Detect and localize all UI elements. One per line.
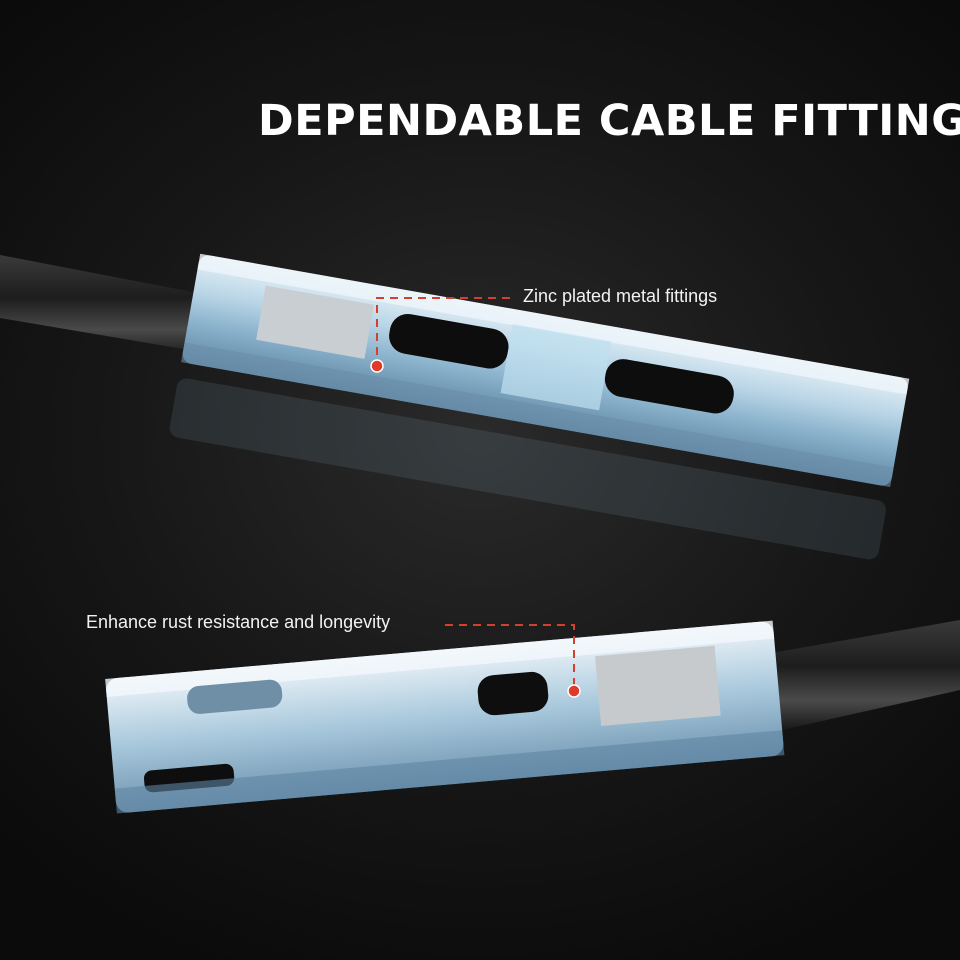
callout-2-dot <box>567 684 581 698</box>
lower-cable <box>760 620 960 735</box>
callout-rust-resistance-label: Enhance rust resistance and longevity <box>86 612 391 632</box>
lower-cable-fitting <box>105 620 785 814</box>
callout-1-leader <box>370 297 510 373</box>
callout-zinc-plated-label: Zinc plated metal fittings <box>523 286 718 306</box>
upper-fitting-reflection <box>169 378 887 560</box>
headline-title: DEPENDABLE CABLE FITTINGS <box>258 96 960 146</box>
upper-cable-fitting <box>181 253 910 488</box>
callout-1-dot <box>370 359 384 373</box>
callout-2-leader <box>445 624 581 698</box>
